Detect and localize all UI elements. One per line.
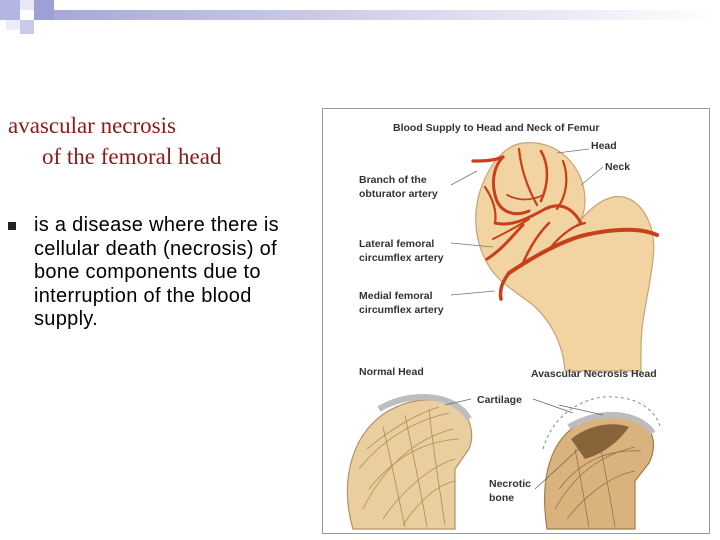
figure-title: Blood Supply to Head and Neck of Femur bbox=[393, 122, 600, 134]
slide-decoration bbox=[0, 0, 720, 34]
label-lateral-2: circumflex artery bbox=[359, 252, 444, 264]
avn-head-illustration bbox=[542, 396, 662, 530]
label-medial-2: circumflex artery bbox=[359, 304, 444, 316]
femur-diagram: Blood Supply to Head and Neck of Femur bbox=[346, 122, 662, 530]
artery-network bbox=[471, 147, 659, 301]
label-medial-1: Medial femoral bbox=[359, 290, 433, 302]
square-bullet-icon bbox=[8, 222, 16, 230]
bullet-text: is a disease where there is cellular dea… bbox=[34, 214, 279, 330]
label-avn-head: Avascular Necrosis Head bbox=[531, 368, 657, 380]
label-head: Head bbox=[591, 140, 617, 152]
femur-illustration: Blood Supply to Head and Neck of Femur bbox=[322, 108, 710, 534]
label-necrotic-1: Necrotic bbox=[489, 478, 531, 490]
label-cartilage: Cartilage bbox=[477, 394, 522, 406]
title-line-2: of the femoral head bbox=[42, 144, 222, 169]
lower-leader-lines bbox=[444, 398, 604, 490]
slide-title: avascular necrosis of the femoral head bbox=[8, 110, 221, 172]
leader-lines bbox=[450, 148, 604, 296]
label-neck: Neck bbox=[605, 161, 630, 173]
femur-bone bbox=[475, 142, 655, 372]
label-obturator-1: Branch of the bbox=[359, 174, 427, 186]
label-normal-head: Normal Head bbox=[359, 366, 424, 378]
normal-head-illustration bbox=[346, 394, 473, 530]
label-obturator-2: obturator artery bbox=[359, 188, 438, 200]
bullet-item: is a disease where there is cellular dea… bbox=[8, 214, 308, 332]
label-necrotic-2: bone bbox=[489, 492, 514, 504]
label-lateral-1: Lateral femoral bbox=[359, 238, 434, 250]
title-line-1: avascular necrosis bbox=[8, 113, 176, 138]
